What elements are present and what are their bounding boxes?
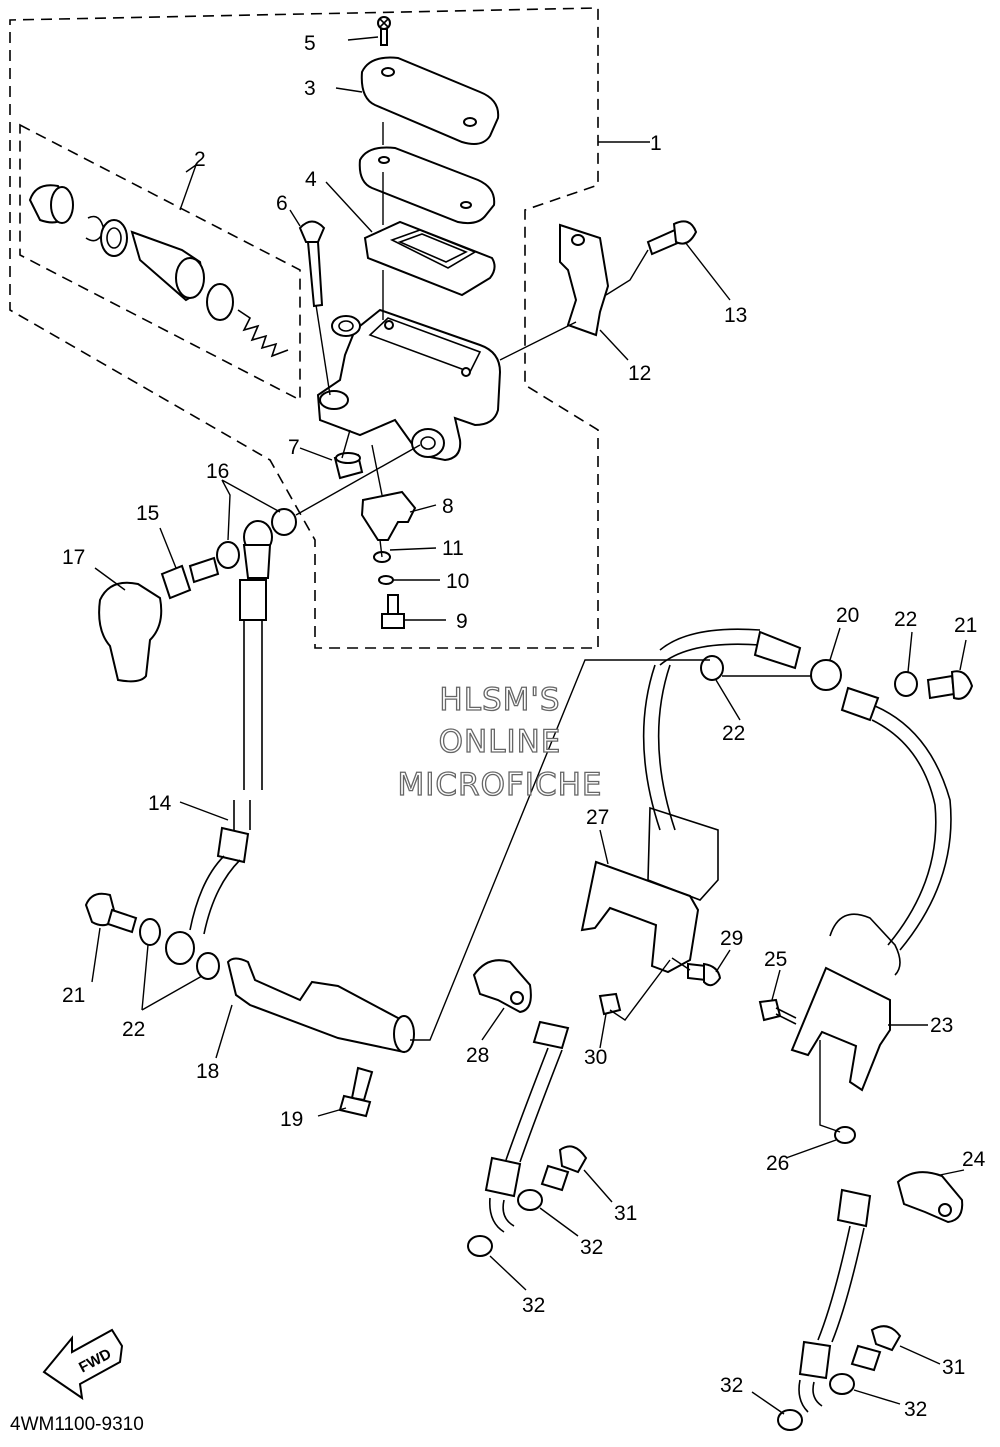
part-washer-22-upper-a [700,655,724,681]
part-banjo-left [165,931,195,965]
callout-32-c: 32 [720,1374,743,1397]
part-washer-10 [378,575,394,585]
callout-4: 4 [305,168,317,191]
callout-22-upper-mid: 22 [722,722,745,745]
watermark-line-2: ONLINE [439,724,562,760]
part-brake-hose-14 [189,579,267,935]
callout-13: 13 [724,304,747,327]
part-nut-30 [598,992,622,1016]
part-screw-5 [377,16,391,46]
part-clamp-12 [559,223,610,337]
part-banjo-20 [810,659,842,691]
callout-21-left: 21 [62,984,85,1007]
part-bolt-29 [687,962,722,987]
part-bolt-6 [298,220,326,308]
part-washer-22-left-a [139,918,161,946]
callout-5: 5 [304,32,316,55]
part-brake-switch-8 [360,490,417,541]
part-diaphragm-4 [363,220,496,297]
callout-19: 19 [280,1108,303,1131]
part-union-bolt-31-lower [850,1325,902,1372]
callout-30: 30 [584,1046,607,1069]
part-washer-32-b [467,1235,493,1257]
part-washer-32-c [829,1373,855,1395]
callout-12: 12 [628,362,651,385]
part-clamp-28 [472,959,532,1014]
part-banjo-fitting [242,520,273,579]
part-screw-9 [381,594,405,629]
part-nut-7 [333,452,364,480]
callout-20: 20 [836,604,859,627]
callout-32-d: 32 [904,1398,927,1421]
part-washer-22-upper-b [894,671,918,697]
part-bracket-23 [790,913,901,1092]
part-washer-32-a [517,1189,543,1211]
callout-24: 24 [962,1148,986,1171]
callout-15: 15 [136,502,159,525]
callout-8: 8 [442,495,454,518]
part-brake-hose-lower-right [798,1188,872,1413]
callout-2: 2 [194,148,206,171]
part-piston-kit-2 [28,184,289,358]
callout-labels: 1 2 3 4 5 6 7 8 9 10 11 12 13 14 15 16 1… [62,32,986,1421]
callout-1: 1 [650,132,662,155]
part-bolt-19 [338,1066,374,1118]
callout-16: 16 [206,460,229,483]
callout-32-a: 32 [580,1236,603,1259]
part-diaphragm-plate [358,146,496,225]
part-bolt-13 [646,220,698,256]
callout-9: 9 [456,610,468,633]
part-brake-hose-lower-left [484,1020,570,1233]
part-union-bolt-21-left [84,892,138,934]
leader-lines [91,36,967,1415]
callout-3: 3 [304,77,316,100]
callout-32-b: 32 [522,1294,545,1317]
callout-17: 17 [62,546,85,569]
part-washer-16a [216,541,240,569]
part-reservoir-cap-3 [360,56,500,145]
part-brake-pipe-18 [226,957,415,1054]
part-union-bolt-31-upper [540,1145,588,1192]
part-bolt-25 [758,998,797,1025]
fwd-arrow-icon: FWD [42,1328,124,1401]
callout-11: 11 [442,537,464,560]
watermark: HLSM'S ONLINE MICROFICHE [397,681,603,803]
callout-22-upper-right: 22 [894,608,917,631]
callout-31-lower: 31 [942,1356,965,1379]
part-union-bolt-15 [160,556,220,600]
callout-26: 26 [766,1152,789,1175]
part-master-cylinder-body [316,308,502,462]
part-washer-22-left-b [196,952,220,980]
part-code: 4WM1100-9310 [10,1414,144,1435]
part-bracket-27 [580,806,719,974]
assembly-boundary-master-cylinder [9,7,599,649]
part-brake-hose-right [840,686,952,951]
part-cover-17 [98,581,163,683]
watermark-line-3: MICROFICHE [398,767,603,803]
part-clamp-24 [896,1171,964,1224]
part-washer-32-d [777,1409,803,1431]
part-nut-26 [834,1126,856,1144]
watermark-line-1: HLSM'S [439,682,560,718]
callout-28: 28 [466,1044,489,1067]
callout-22-left: 22 [122,1018,145,1041]
callout-29: 29 [720,927,743,950]
callout-14: 14 [148,792,172,815]
callout-27: 27 [586,806,609,829]
callout-21-right: 21 [954,614,977,637]
callout-31-upper: 31 [614,1202,637,1225]
part-washer-16b [271,508,297,536]
callout-23: 23 [930,1014,953,1037]
part-union-bolt-21-right [926,670,974,700]
callout-6: 6 [276,192,288,215]
callout-10: 10 [446,570,469,593]
callout-25: 25 [764,948,787,971]
callout-7: 7 [288,436,300,459]
callout-18: 18 [196,1060,219,1083]
